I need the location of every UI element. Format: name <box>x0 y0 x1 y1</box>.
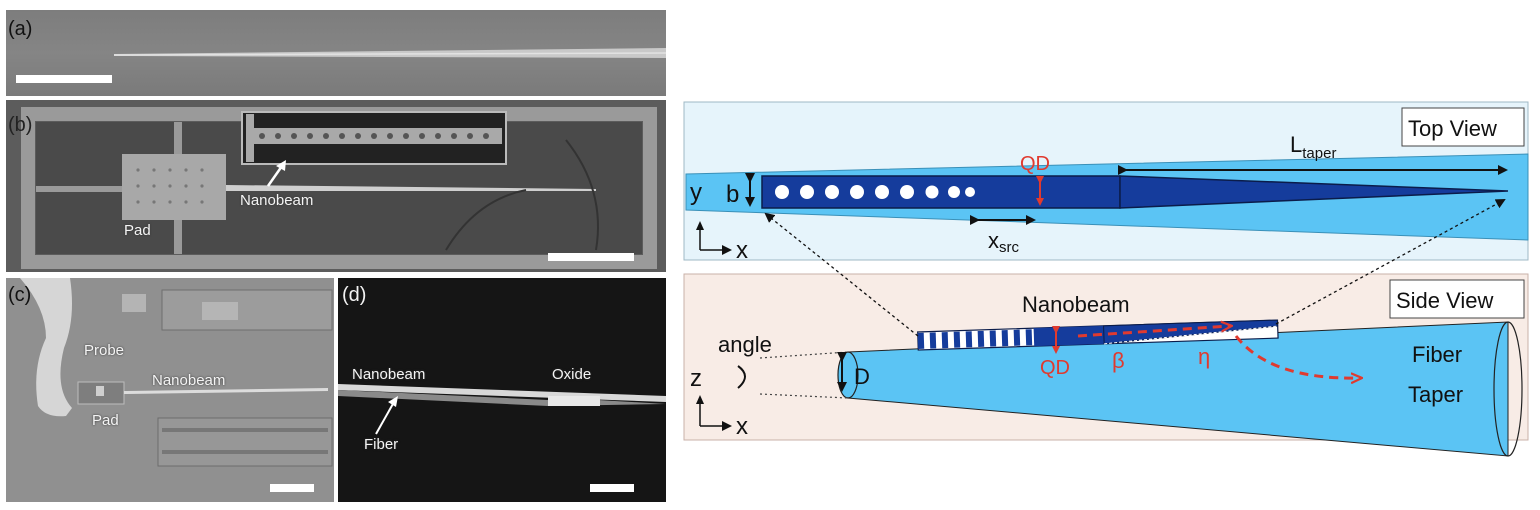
scale-bar <box>16 75 112 83</box>
sem-panel-b: (b) Nanobeam Pad <box>6 100 666 272</box>
device-image-b <box>21 107 657 269</box>
source-position-label: xsrc <box>988 228 1019 256</box>
panel-d-label: (d) <box>342 284 367 306</box>
beta-label: β <box>1112 348 1125 373</box>
taper-length-label: Ltaper <box>1290 132 1336 162</box>
sem-panel-c: (c) Probe Nanobeam Pad <box>6 278 334 502</box>
nanobeam-label-side: Nanobeam <box>1022 292 1130 317</box>
diameter-d-label: D <box>854 364 870 389</box>
top-view-title: Top View <box>1408 116 1497 141</box>
y-axis-label: y <box>690 179 702 206</box>
sem-panel-d: (d) Nanobeam Oxide Fiber <box>338 278 666 502</box>
source-position-subscript: src <box>999 239 1019 256</box>
sem-panel-a: (a) <box>6 10 666 96</box>
fiber-taper-label-line1: Fiber <box>1412 342 1462 367</box>
angle-label: angle <box>718 332 772 357</box>
pad-label-c: Pad <box>92 412 119 429</box>
panel-b-label: (b) <box>8 114 33 136</box>
source-position-symbol: x <box>988 228 999 253</box>
z-axis-label: z <box>690 365 702 392</box>
panel-a-label: (a) <box>8 18 33 40</box>
probe-label: Probe <box>84 342 125 359</box>
panel-c-label: (c) <box>8 284 32 306</box>
qd-label-side: QD <box>1040 357 1070 379</box>
scale-bar <box>590 484 634 492</box>
side-view-title: Side View <box>1396 288 1494 313</box>
probe-image-c <box>6 278 334 502</box>
eta-label: η <box>1198 344 1210 369</box>
nanobeam-label-d: Nanobeam <box>352 366 426 383</box>
oxide-label: Oxide <box>552 366 592 383</box>
taper-length-subscript: taper <box>1302 145 1336 162</box>
taper-length-symbol: L <box>1290 132 1302 157</box>
x-axis-label-side: x <box>736 413 748 440</box>
nanobeam-label-c: Nanobeam <box>152 372 226 389</box>
scale-bar <box>270 484 314 492</box>
side-view-panel <box>683 273 1529 457</box>
pad-label-b: Pad <box>124 222 151 239</box>
fiber-taper-label-line2: Taper <box>1408 382 1463 407</box>
fiber-arrow <box>375 396 398 435</box>
nanobeam-image-a <box>113 48 666 58</box>
fiber-label: Fiber <box>364 436 399 453</box>
x-axis-label-top: x <box>736 237 748 264</box>
width-b-label: b <box>726 181 739 208</box>
fiber-image-d <box>338 384 666 406</box>
nanobeam-label-b: Nanobeam <box>240 192 314 209</box>
scale-bar <box>548 253 634 261</box>
qd-label-top: QD <box>1020 153 1050 175</box>
top-view-panel <box>683 101 1529 261</box>
